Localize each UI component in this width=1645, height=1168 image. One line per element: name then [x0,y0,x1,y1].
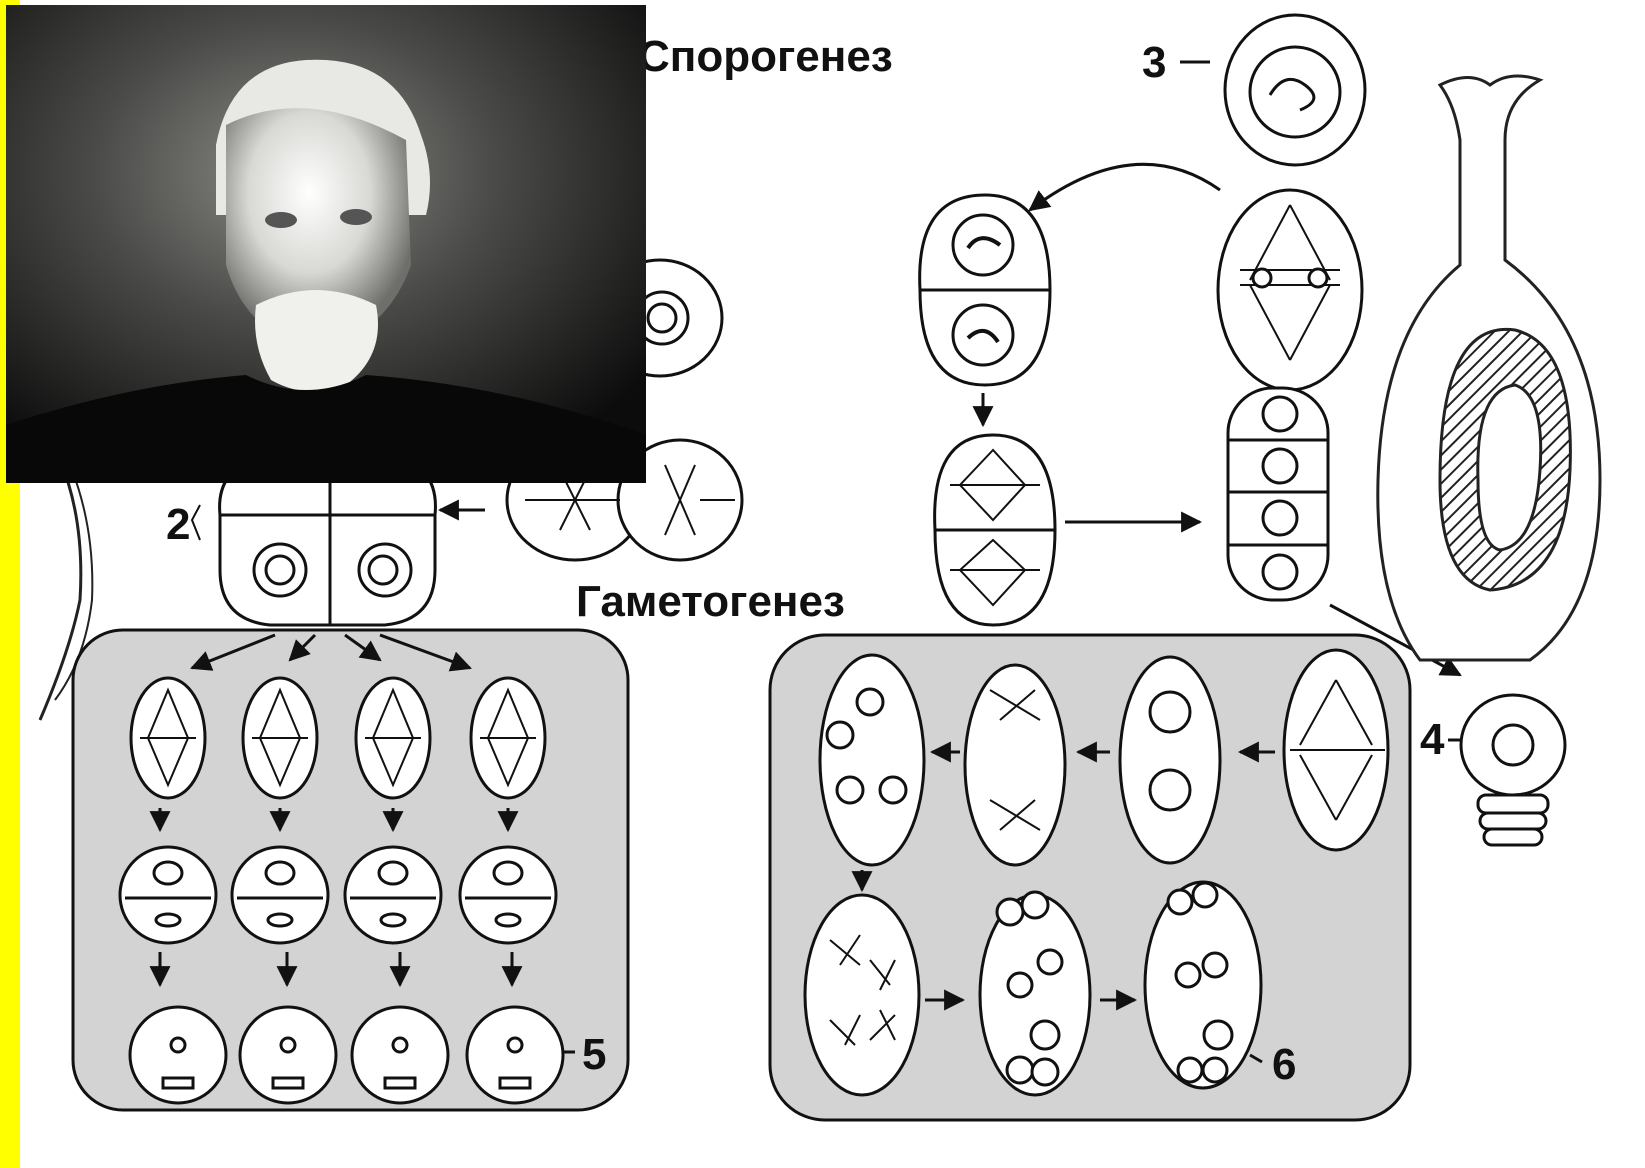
portrait-image [6,5,646,483]
megaspore-tetrad [1228,388,1328,600]
megaspore-cell-4 [1461,695,1565,845]
label-6: 6 [1272,1040,1296,1090]
portrait-photo [6,5,646,483]
label-3: 3 [1142,38,1166,88]
embryo-sac-row-2 [805,882,1261,1095]
dyad-cells [920,195,1050,385]
meiosis-spindle-cell [1218,190,1362,390]
title-gametogenesis: Гаметогенез [576,577,845,627]
dyad-meiosis-II [935,435,1055,625]
label-5: 5 [582,1030,606,1080]
ovary-pistil [1378,76,1600,660]
label-4: 4 [1420,715,1444,765]
label-2: 2 [166,500,190,550]
megaspore-mother-cell [1225,15,1365,165]
title-sporogenesis: Спорогенез [638,32,893,82]
